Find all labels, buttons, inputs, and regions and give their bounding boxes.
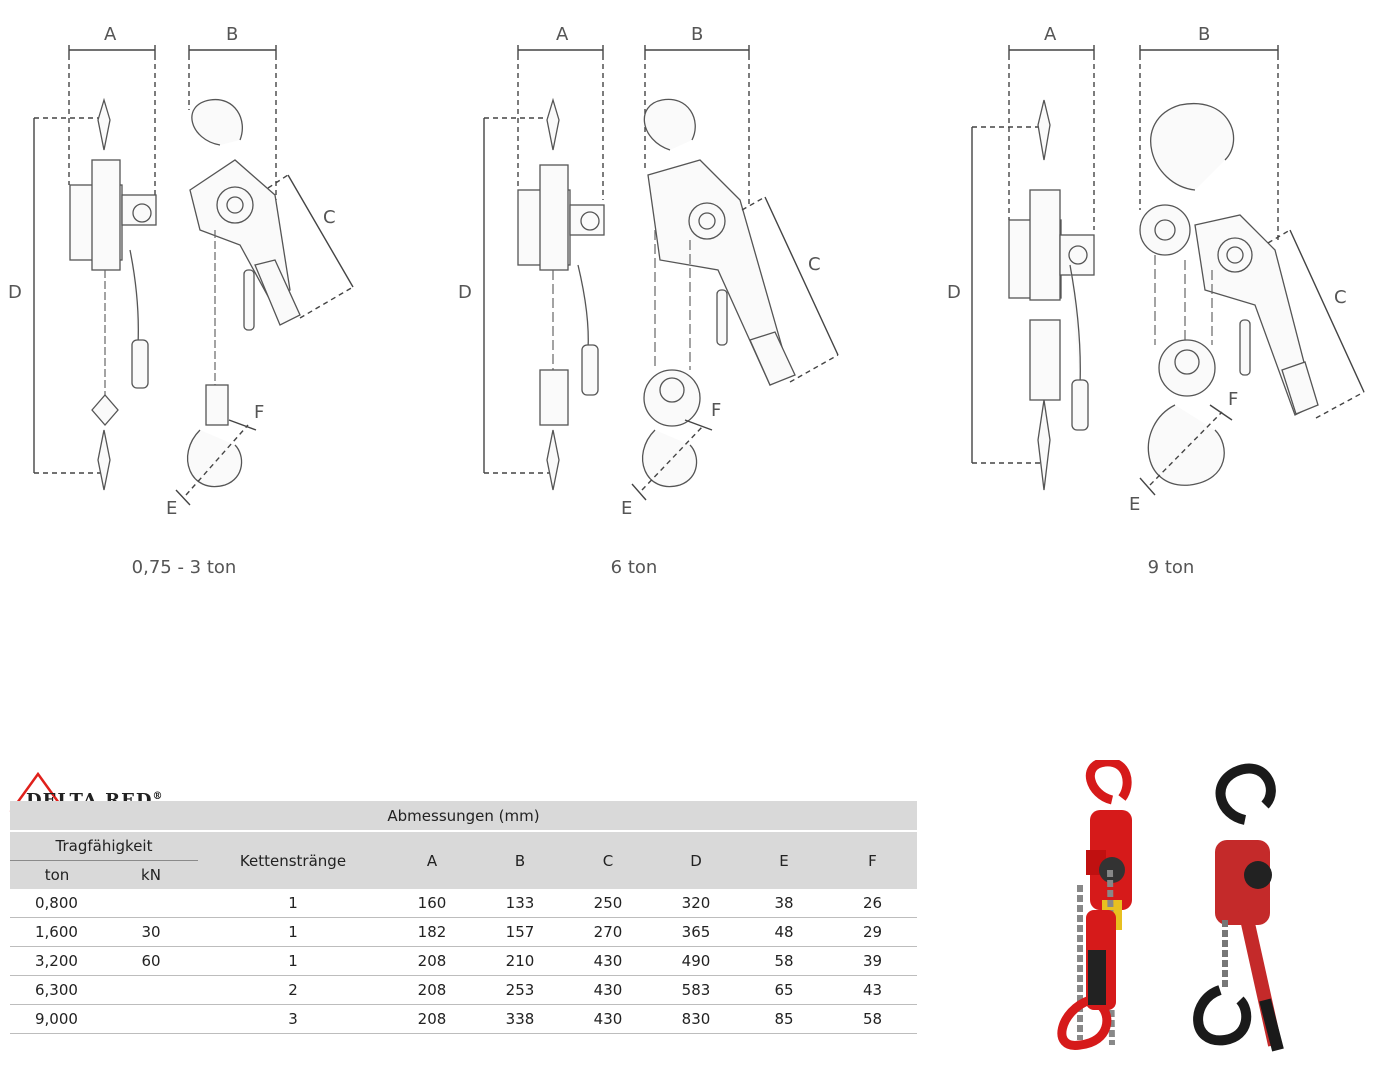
cell-strands: 1 [198,946,388,976]
cell-d: 490 [652,946,740,976]
cell-kn [104,889,198,918]
cell-d: 830 [652,1004,740,1034]
cell-ton: 9,000 [10,1004,104,1034]
col-header-b: B [476,831,564,889]
cell-a: 208 [388,975,476,1005]
red-lever-hoist-image [1057,760,1132,1050]
cell-d: 365 [652,917,740,947]
cell-ton: 3,200 [10,946,104,976]
cell-kn: 60 [104,946,198,976]
dim-label-a-3: A [1044,24,1057,45]
cell-f: 43 [828,975,917,1005]
cell-c: 430 [564,946,652,976]
col-header-kn: kN [104,860,198,889]
cell-kn [104,975,198,1005]
drawing-medium-hoist: A B D C E F [458,24,839,519]
drawing-large-hoist: A B D C E [947,24,1365,515]
dim-label-e-3: E [1129,494,1140,515]
cell-e: 48 [740,917,828,947]
dim-label-a: A [104,24,117,45]
col-header-a: A [388,831,476,889]
dim-label-e: E [166,498,177,519]
cell-d: 583 [652,975,740,1005]
dimensions-table: Abmessungen (mm) Tragfähigkeit Kettenstr… [10,801,917,1034]
dim-label-f: F [254,402,264,423]
cell-kn: 30 [104,917,198,947]
cell-c: 250 [564,889,652,918]
cell-b: 253 [476,975,564,1005]
cell-a: 182 [388,917,476,947]
cell-kn [104,1004,198,1034]
dim-label-c-3: C [1334,287,1347,308]
dim-label-b: B [226,24,238,45]
col-header-ton: ton [10,860,104,889]
caption-small: 0,75 - 3 ton [132,557,237,578]
cell-f: 58 [828,1004,917,1034]
cell-c: 430 [564,1004,652,1034]
cell-a: 160 [388,889,476,918]
cell-a: 208 [388,946,476,976]
dim-label-c-2: C [808,254,821,275]
cell-e: 58 [740,946,828,976]
product-photos [1057,760,1284,1052]
dim-label-f-2: F [711,400,721,421]
dim-label-e-2: E [621,498,632,519]
cell-b: 338 [476,1004,564,1034]
group-header: Abmessungen (mm) [10,801,917,832]
dim-label-b-2: B [691,24,703,45]
cell-f: 39 [828,946,917,976]
cell-b: 157 [476,917,564,947]
cell-ton: 1,600 [10,917,104,947]
col-header-c: C [564,831,652,889]
capacity-header: Tragfähigkeit [10,831,198,861]
col-header-strands: Kettenstränge [198,831,388,889]
cell-e: 85 [740,1004,828,1034]
drawing-small-hoist: A B D C E [8,24,354,519]
cell-strands: 3 [198,1004,388,1034]
cell-ton: 0,800 [10,889,104,918]
technical-drawings: .dim { stroke:#444; stroke-width:1.4; fi… [8,24,1365,578]
dim-label-a-2: A [556,24,569,45]
cell-strands: 1 [198,889,388,918]
dim-label-d: D [8,282,22,303]
dim-label-f-3: F [1228,389,1238,410]
cell-strands: 1 [198,917,388,947]
cell-ton: 6,300 [10,975,104,1005]
black-lever-hoist-image [1193,763,1284,1052]
dim-label-d-3: D [947,282,961,303]
cell-strands: 2 [198,975,388,1005]
cell-b: 210 [476,946,564,976]
caption-large: 9 ton [1148,557,1195,578]
cell-a: 208 [388,1004,476,1034]
caption-medium: 6 ton [611,557,658,578]
col-header-f: F [828,831,917,889]
cell-d: 320 [652,889,740,918]
cell-e: 65 [740,975,828,1005]
cell-f: 29 [828,917,917,947]
cell-c: 430 [564,975,652,1005]
cell-b: 133 [476,889,564,918]
dim-label-d-2: D [458,282,472,303]
cell-c: 270 [564,917,652,947]
cell-e: 38 [740,889,828,918]
col-header-e: E [740,831,828,889]
dim-label-b-3: B [1198,24,1210,45]
dim-label-c: C [323,207,336,228]
col-header-d: D [652,831,740,889]
cell-f: 26 [828,889,917,918]
